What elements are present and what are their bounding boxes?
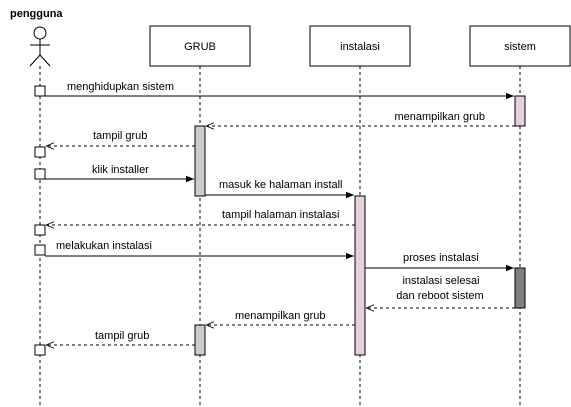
actor-label: pengguna — [10, 8, 63, 20]
actor-activation — [34, 224, 46, 236]
participant-sistem: sistem — [469, 25, 571, 67]
participant-instalasi: instalasi — [309, 25, 411, 67]
message-instalasi-selesai: instalasi selesai dan reboot sistem — [366, 275, 515, 308]
message-label: tampil halaman instalasi — [222, 209, 339, 221]
stick-figure-icon — [29, 26, 51, 67]
actor-activation — [34, 146, 46, 158]
message-label: tampil grub — [93, 130, 147, 142]
message-proses-instalasi: proses instalasi — [365, 252, 514, 272]
participant-grub: GRUB — [149, 25, 251, 67]
activation-sistem-1 — [514, 95, 526, 127]
activation-grub-1 — [194, 125, 206, 197]
message-label: menampilkan grub — [235, 310, 326, 322]
message-label: melakukan instalasi — [56, 240, 152, 252]
message-tampil-grub: tampil grub — [46, 130, 195, 146]
actor-activation — [34, 244, 46, 256]
activation-grub-2 — [194, 324, 206, 356]
message-tampil-grub-2: tampil grub — [46, 330, 195, 345]
actor-activation — [34, 85, 46, 97]
actor-activation — [34, 344, 46, 356]
message-label: klik installer — [92, 164, 149, 176]
message-tampil-halaman-instalasi: tampil halaman instalasi — [46, 209, 355, 225]
message-label: proses instalasi — [403, 252, 479, 264]
message-menampilkan-grub-2: menampilkan grub — [206, 310, 355, 325]
message-label: menghidupkan sistem — [67, 81, 174, 93]
message-menampilkan-grub: menampilkan grub — [206, 111, 515, 126]
message-klik-installer: klik installer — [45, 164, 194, 183]
message-label-line2: dan reboot sistem — [396, 290, 483, 302]
actor-activation — [34, 168, 46, 180]
message-menghidupkan-sistem: menghidupkan sistem — [45, 81, 514, 100]
message-masuk-ke-halaman-install: masuk ke halaman install — [205, 179, 354, 199]
participant-label: GRUB — [184, 41, 216, 53]
participant-label: sistem — [504, 41, 536, 53]
participant-label: instalasi — [340, 41, 380, 53]
message-melakukan-instalasi: melakukan instalasi — [45, 240, 354, 260]
activation-sistem-2 — [514, 267, 526, 309]
message-label: tampil grub — [95, 330, 149, 342]
message-label: masuk ke halaman install — [219, 179, 343, 191]
message-label: menampilkan grub — [395, 111, 486, 123]
activation-instalasi — [354, 195, 366, 356]
message-label: instalasi selesai — [402, 275, 479, 287]
